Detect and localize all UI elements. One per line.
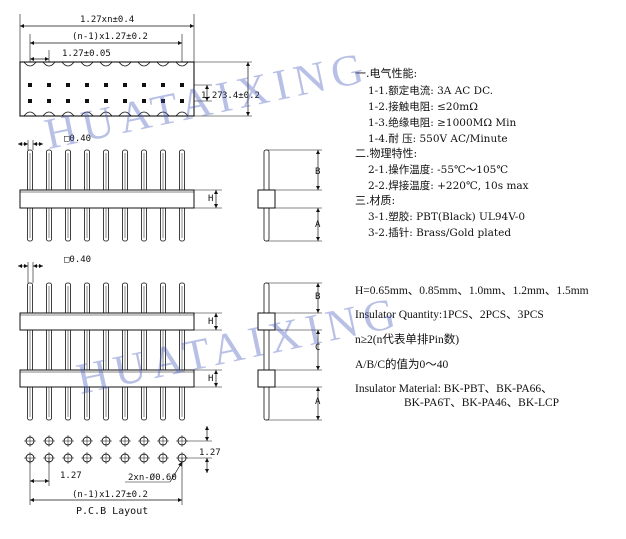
label-h-1: H	[208, 194, 213, 204]
pin-square	[28, 99, 32, 103]
label-a-1: A	[315, 220, 321, 230]
pcb-pitch-y: 1.27	[199, 448, 221, 458]
spec-operating-temp: 2-1.操作温度: -55℃～105℃	[368, 164, 509, 176]
housing-notch	[137, 61, 151, 67]
spec-withstand-voltage: 1-4.耐 压: 550V AC/Minute	[368, 133, 508, 145]
pin-square	[180, 83, 184, 87]
note-abc-range: A/B/C的值为0～40	[355, 359, 449, 371]
pin-square	[161, 83, 165, 87]
spec-rated-current: 1-1.额定电流: 3A AC DC.	[368, 85, 494, 97]
spec-physical-title: 二.物理特性:	[355, 147, 418, 160]
pcb-hole-size: 2xn-Ø0.60	[128, 472, 177, 483]
housing-notch	[118, 111, 132, 117]
note-material-line-2: BK-PA6T、BK-PA46、BK-LCP	[404, 397, 560, 409]
housing-notch	[99, 61, 113, 67]
housing-notch	[42, 111, 56, 117]
housing-notch	[156, 61, 170, 67]
spec-contact-resistance: 1-2.接触电阻: ≤20mΩ	[368, 101, 478, 113]
pin-square	[66, 83, 70, 87]
dim-pitch-span: (n-1)x1.27±0.2	[72, 32, 148, 42]
dim-pitch: 1.27±0.05	[62, 49, 111, 59]
note-n-definition: n≥2(n代表单排Pin数)	[355, 334, 460, 346]
label-c: C	[315, 343, 320, 353]
pcb-span: (n-1)x1.27±0.2	[72, 490, 148, 500]
spec-pin-material: 3-2.插针: Brass/Gold plated	[368, 227, 512, 239]
insulator-body	[19, 189, 195, 209]
spec-soldering-temp: 2-2.焊接温度: +220℃, 10s max	[368, 180, 529, 192]
housing-notch	[61, 111, 75, 117]
side-insulator	[257, 369, 276, 388]
housing-notch	[61, 61, 75, 67]
dim-body-width: 3.4±0.2	[222, 91, 260, 101]
pin-square	[47, 99, 51, 103]
pin-square	[28, 83, 32, 87]
housing-notch	[23, 111, 37, 117]
pcb-layout-view	[24, 426, 212, 505]
housing-notch	[42, 61, 56, 67]
pin-square	[66, 99, 70, 103]
label-h-3: H	[208, 374, 213, 384]
housing-notch	[80, 111, 94, 117]
label-a-2: A	[315, 397, 321, 407]
note-material-line-1: Insulator Material: BK-PBT、BK-PA66、	[355, 383, 553, 395]
dim-pin-square-top: □0.40	[64, 134, 91, 144]
pcb-layout-caption: P.C.B Layout	[76, 506, 149, 517]
label-h-2: H	[208, 317, 213, 327]
dim-overall-width: 1.27xn±0.4	[80, 15, 134, 25]
housing-notch	[137, 111, 151, 117]
front-view-double-insulator	[18, 262, 322, 421]
pin-square	[85, 83, 89, 87]
pin-square	[123, 83, 127, 87]
housing-notch	[80, 61, 94, 67]
pin-square	[142, 83, 146, 87]
note-h-values: H=0.65mm、0.85mm、1.0mm、1.2mm、1.5mm	[355, 285, 589, 297]
note-insulator-quantity: Insulator Quantity:1PCS、2PCS、3PCS	[355, 309, 544, 321]
spec-plastic: 3-1.塑胶: PBT(Black) UL94V-0	[368, 211, 526, 223]
insulator-body	[19, 312, 195, 331]
side-insulator	[257, 189, 276, 209]
pin-square	[180, 99, 184, 103]
insulator-body	[19, 369, 195, 388]
top-view	[19, 14, 252, 117]
spec-electrical-title: 一.电气性能:	[355, 67, 418, 80]
housing-notch	[175, 61, 189, 67]
label-b-2: B	[315, 292, 320, 302]
pin-square	[161, 99, 165, 103]
pin-square	[142, 99, 146, 103]
pin-square	[104, 99, 108, 103]
housing-notch	[99, 111, 113, 117]
pin-square	[123, 99, 127, 103]
spec-material-title: 三.材质:	[355, 194, 396, 207]
pin-square	[85, 99, 89, 103]
pin-square	[47, 83, 51, 87]
housing-notch	[23, 61, 37, 67]
side-insulator	[257, 312, 276, 331]
top-view-housing	[19, 61, 195, 117]
housing-notch	[118, 61, 132, 67]
dim-pin-square-mid: □0.40	[64, 255, 91, 265]
spec-insulation-resistance: 1-3.绝缘电阻: ≥1000MΩ Min	[368, 117, 517, 129]
housing-notch	[156, 111, 170, 117]
front-view-single-insulator	[18, 140, 322, 242]
pcb-pitch-x: 1.27	[60, 471, 82, 481]
pin-square	[104, 83, 108, 87]
housing-notch	[175, 111, 189, 117]
dim-row-pitch: 1.27	[201, 91, 223, 101]
label-b-1: B	[315, 167, 320, 177]
